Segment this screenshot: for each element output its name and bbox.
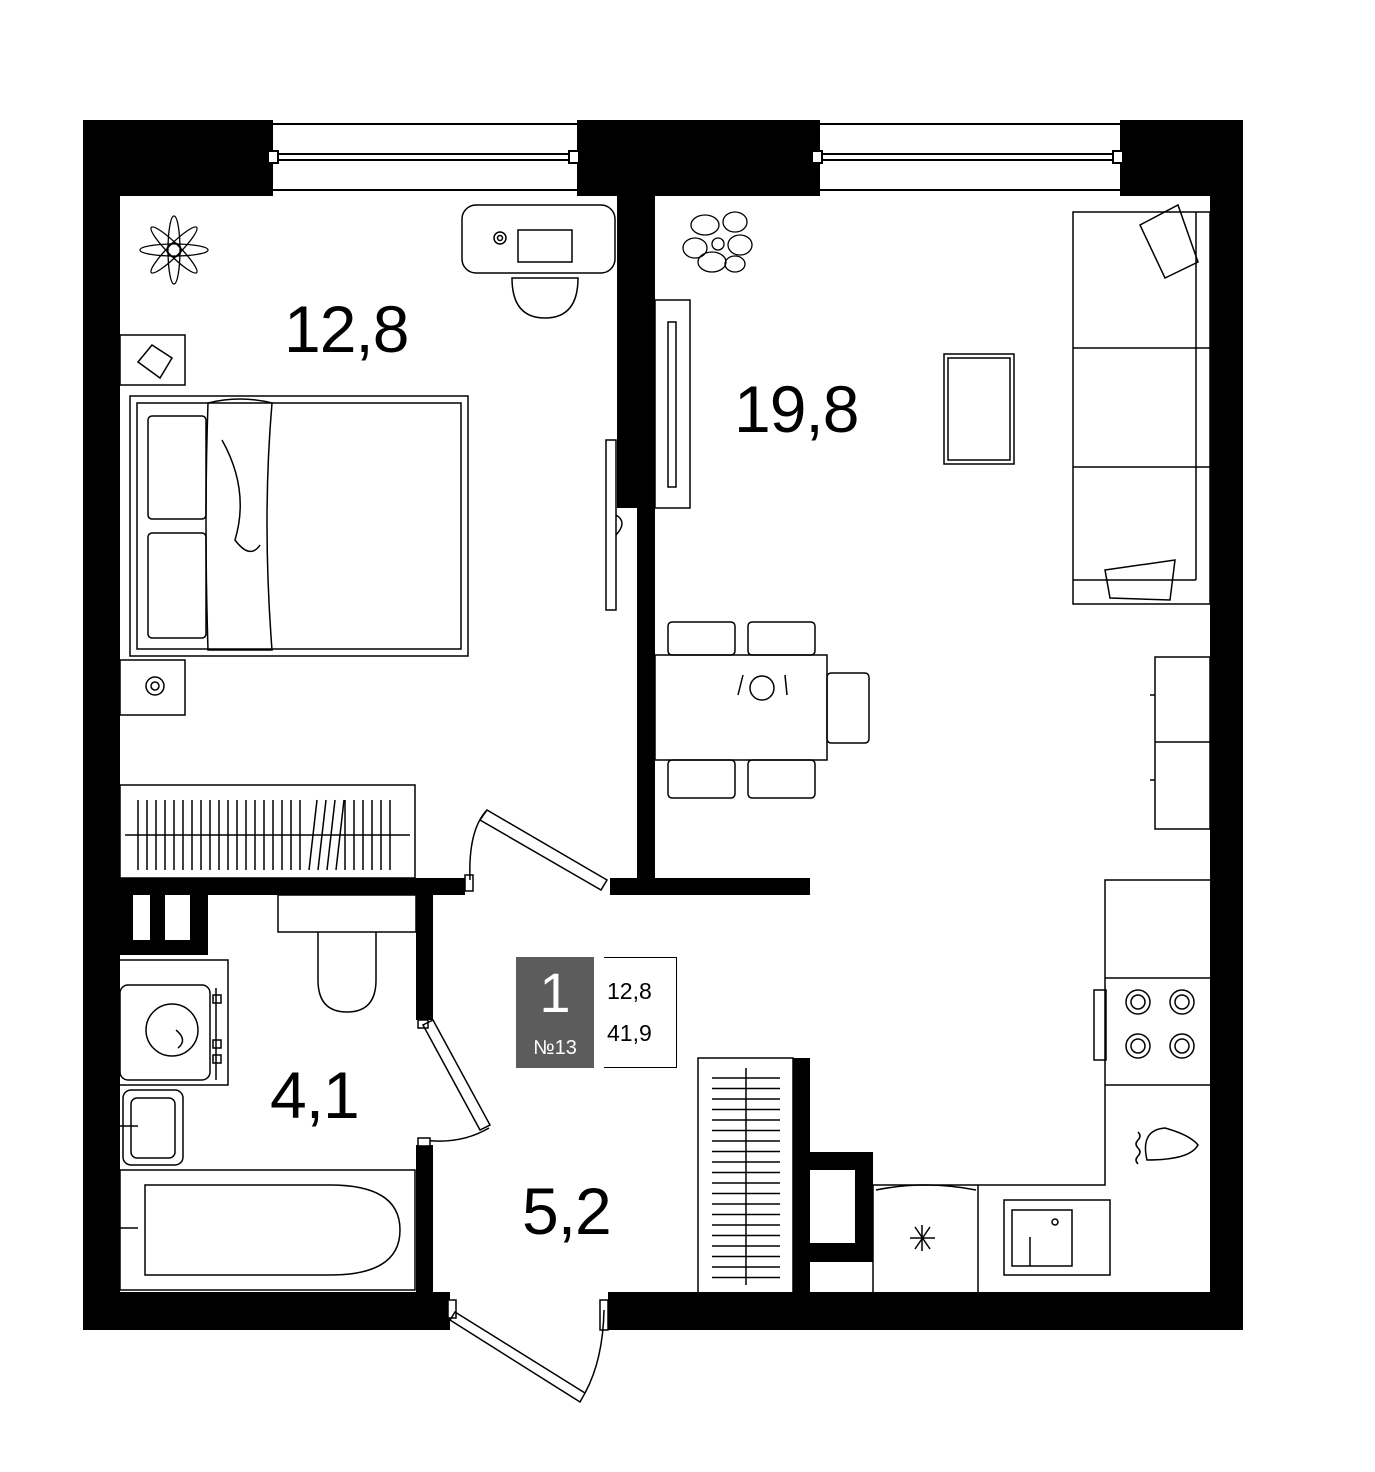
wardrobe-hangers [137,799,391,871]
plant-icon [682,211,753,273]
info-areas: 12,8 41,9 [604,957,677,1068]
kitchen-counter [872,879,1210,1292]
apartment-info-box: 1 №13 12,8 41,9 [516,957,678,1068]
bathroom-fixtures [117,894,417,1291]
hall-area-label: 5,2 [522,1174,612,1248]
living-furniture [654,203,1211,830]
total-area-value: 41,9 [607,1020,652,1046]
info-badge: 1 №13 [516,957,594,1068]
bedroom-area-label: 12,8 [284,292,409,366]
stove-icon [1125,989,1195,1059]
rack-lines [712,1068,780,1285]
apartment-number: №13 [533,1037,577,1059]
room-count: 1 [539,961,571,1024]
windows [267,123,1124,191]
walls [83,120,1243,1330]
doors [417,809,609,1404]
living-area-value: 12,8 [607,978,652,1004]
living-area-label: 19,8 [734,372,859,446]
hallway-rack [697,1057,794,1294]
plant-icon [139,215,209,285]
bedroom-furniture [119,204,623,879]
bathroom-area-label: 4,1 [270,1058,360,1132]
